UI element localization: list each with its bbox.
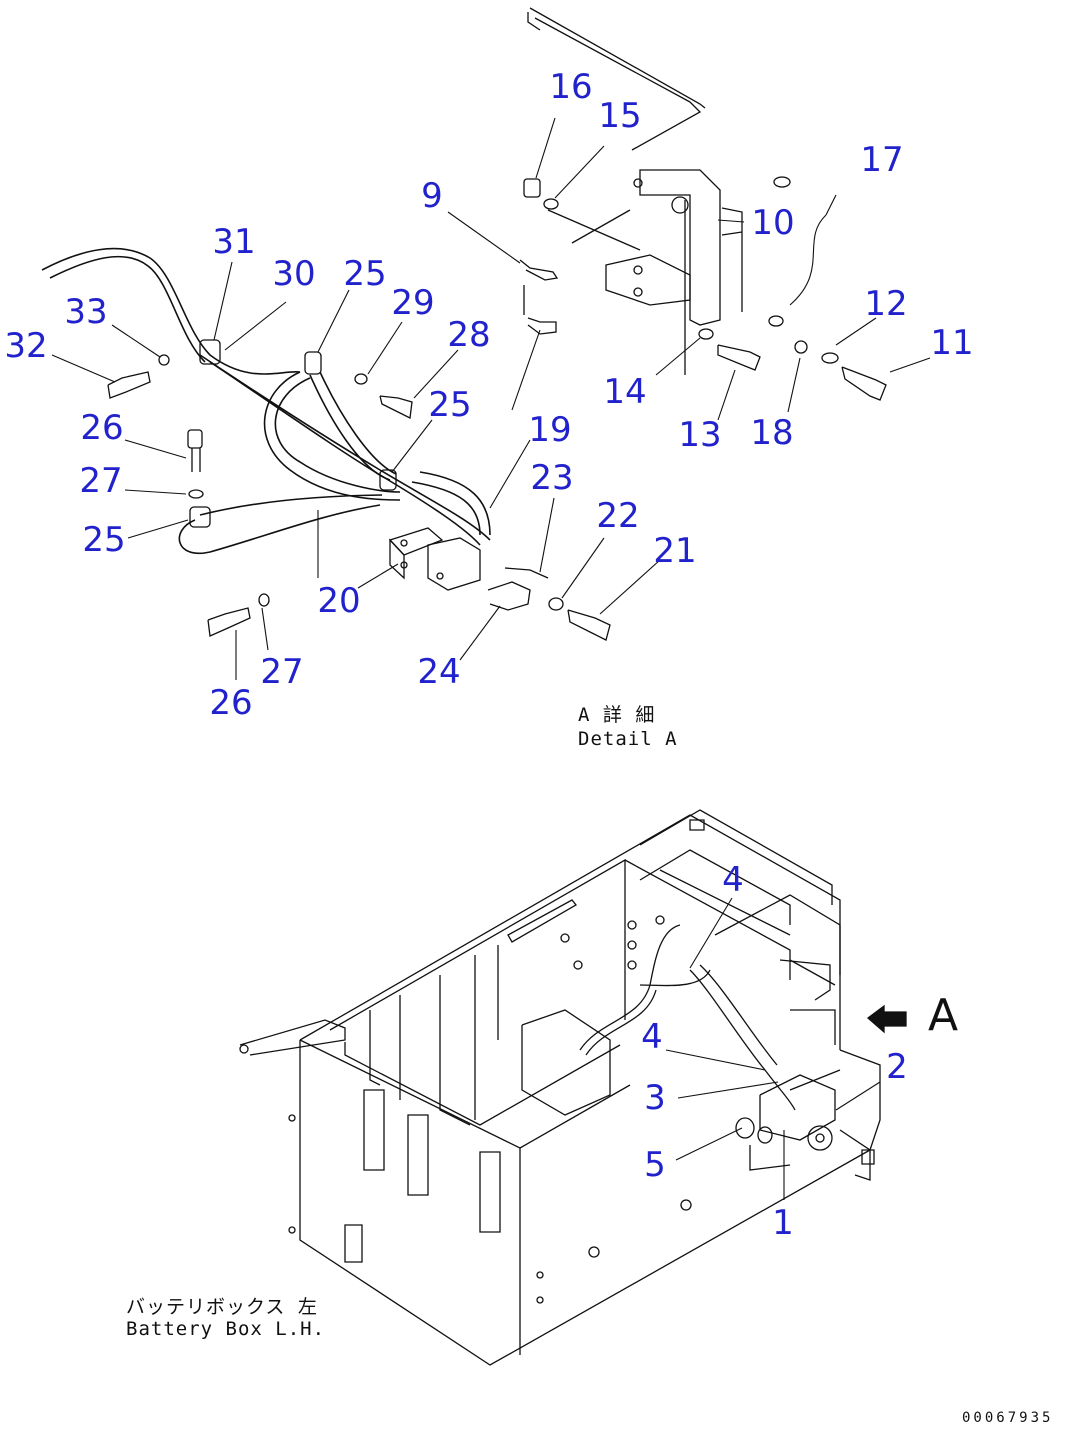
callout-20: 20 [317,581,361,621]
detail-caption-en: Detail A [578,728,678,750]
callout-27: 27 [79,461,123,501]
battery-box [240,810,880,1365]
callout-9: 9 [421,176,443,216]
hardware-right [524,177,886,400]
callout-33: 33 [64,292,108,332]
callout-17: 17 [860,140,904,180]
detail-caption-jp: A 詳 細 [578,704,656,726]
callout-26: 26 [209,683,253,723]
callout-3: 3 [644,1078,666,1118]
frame-rail [528,8,705,150]
callout-11: 11 [930,323,974,363]
callout-23: 23 [530,458,574,498]
leader-lines-detail [52,118,930,680]
bracket-10 [606,170,742,375]
callout-26: 26 [80,408,124,448]
callout-1: 1 [772,1203,794,1243]
callout-25: 25 [428,385,472,425]
callout-32: 32 [4,326,48,366]
callout-30: 30 [272,254,316,294]
callout-4: 4 [722,860,744,900]
callout-27: 27 [260,652,304,692]
detail-caption: A 詳 細 Detail A [578,703,678,751]
callout-15: 15 [598,96,642,136]
callout-14: 14 [603,372,647,412]
callout-19: 19 [528,410,572,450]
relay-block [390,528,610,640]
callout-25: 25 [343,254,387,294]
callout-16: 16 [549,67,593,107]
callout-28: 28 [447,315,491,355]
clip-9 [520,260,557,334]
callout-29: 29 [391,283,435,323]
callout-10: 10 [751,203,795,243]
box-caption-en: Battery Box L.H. [126,1318,326,1340]
callout-24: 24 [417,652,461,692]
callout-21: 21 [653,531,697,571]
box-caption: バッテリボックス 左 Battery Box L.H. [126,1296,325,1340]
callout-5: 5 [644,1145,666,1185]
callout-31: 31 [212,222,256,262]
callout-4: 4 [641,1017,663,1057]
callout-2: 2 [886,1047,908,1087]
leader-lines-box [666,898,880,1200]
callout-12: 12 [864,284,908,324]
callout-22: 22 [596,496,640,536]
view-letter: A [928,990,959,1041]
clamps [108,340,412,636]
callout-18: 18 [750,413,794,453]
harness-cable [42,249,490,554]
box-caption-jp: バッテリボックス 左 [126,1296,318,1318]
view-arrow [868,1006,906,1032]
drawing-code: 00067935 [962,1410,1054,1426]
callout-13: 13 [678,415,722,455]
callout-25: 25 [82,520,126,560]
